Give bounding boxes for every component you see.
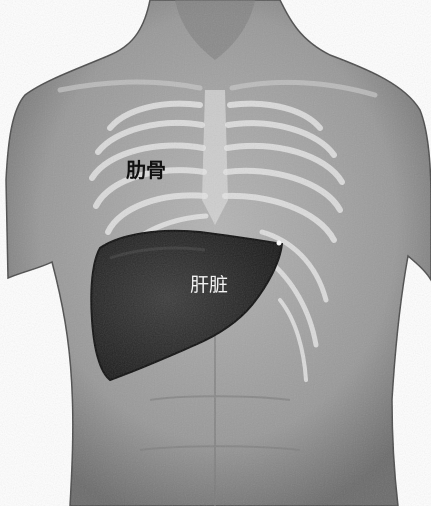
liver-label: 肝脏 — [190, 276, 228, 295]
ribs-label: 肋骨 — [126, 160, 166, 180]
